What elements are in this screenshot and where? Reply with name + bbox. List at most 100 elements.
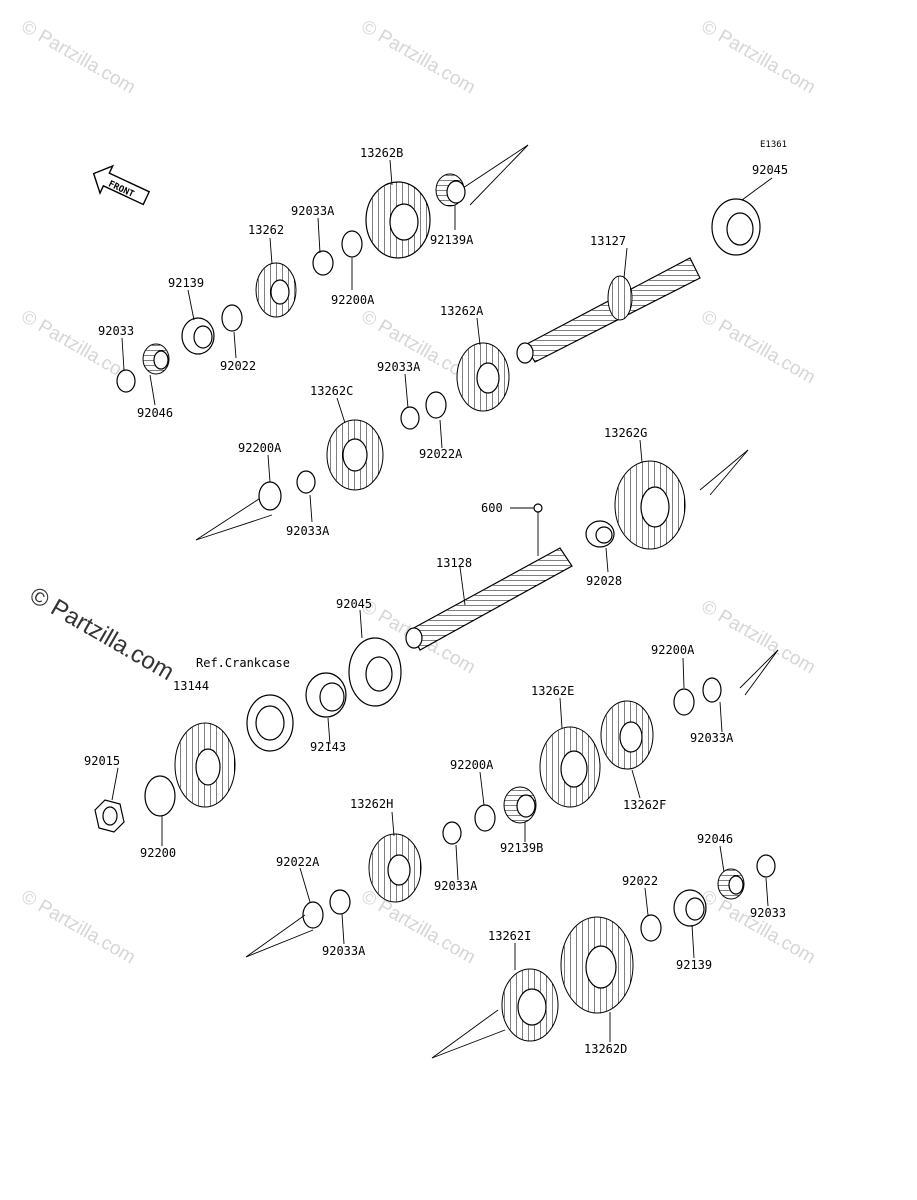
watermark: © Partzilla.com (358, 16, 479, 98)
label-92200a[interactable]: 92200A (331, 293, 375, 307)
circlip-92033a[interactable] (702, 677, 722, 703)
gear-13262i[interactable] (501, 968, 559, 1042)
label-13262b[interactable]: 13262B (360, 146, 403, 160)
label-13262g[interactable]: 13262G (604, 426, 647, 440)
label-13262e[interactable]: 13262E (531, 684, 574, 698)
bearing-92046[interactable] (142, 343, 170, 375)
washer-92200[interactable] (144, 775, 176, 817)
label-92045[interactable]: 92045 (752, 163, 788, 177)
front-arrow-icon: FRONT (92, 164, 151, 206)
collar-92143[interactable] (305, 672, 347, 718)
circlip-92033a[interactable] (296, 470, 316, 494)
gear-13262f[interactable] (600, 700, 654, 770)
circlip-92033a[interactable] (442, 821, 462, 845)
label-92139b[interactable]: 92139B (500, 841, 543, 855)
callout-dot (533, 503, 543, 513)
label-92022a[interactable]: 92022A (276, 855, 320, 869)
gear-13262c[interactable] (326, 419, 384, 491)
washer-92200a[interactable] (341, 230, 363, 258)
label-92139[interactable]: 92139 (676, 958, 712, 972)
label-92143[interactable]: 92143 (310, 740, 346, 754)
label-13144[interactable]: 13144 (173, 679, 209, 693)
label-92033a[interactable]: 92033A (286, 524, 330, 538)
label-13262[interactable]: 13262 (248, 223, 284, 237)
gear-13262[interactable] (255, 262, 297, 318)
label-13262a[interactable]: 13262A (440, 304, 484, 318)
watermark: © Partzilla.com (698, 306, 819, 388)
watermark: © Partzilla.com (358, 886, 479, 968)
circlip-92033[interactable] (116, 369, 136, 393)
label-13262d[interactable]: 13262D (584, 1042, 627, 1056)
circlip-92033a[interactable] (400, 406, 420, 430)
washer-92022[interactable] (640, 914, 662, 942)
label-92033a[interactable]: 92033A (322, 944, 366, 958)
label-92015[interactable]: 92015 (84, 754, 120, 768)
circlip-92033[interactable] (756, 854, 776, 878)
label-92046[interactable]: 92046 (697, 832, 733, 846)
label-92033a[interactable]: 92033A (434, 879, 478, 893)
part-labels: 13262B 92139A 92033A 92200A 13262 92139 … (84, 146, 788, 1056)
label-92033[interactable]: 92033 (98, 324, 134, 338)
bearing-92046-bottom[interactable] (717, 868, 745, 900)
label-92139a[interactable]: 92139A (430, 233, 474, 247)
label-13262h[interactable]: 13262H (350, 797, 393, 811)
shaft-13128[interactable] (405, 547, 573, 651)
gear-13262e[interactable] (539, 726, 601, 808)
label-92022a[interactable]: 92022A (419, 447, 463, 461)
bushing-92139-bottom[interactable] (673, 889, 707, 927)
label-13262f[interactable]: 13262F (623, 798, 666, 812)
bushing-92139[interactable] (181, 317, 215, 355)
label-92022[interactable]: 92022 (220, 359, 256, 373)
label-92033a[interactable]: 92033A (690, 731, 734, 745)
label-92033[interactable]: 92033 (750, 906, 786, 920)
label-92200a[interactable]: 92200A (450, 758, 494, 772)
reference-note: Ref.Crankcase (196, 656, 290, 670)
watermark: © Partzilla.com (18, 16, 139, 98)
washer-92200a[interactable] (258, 481, 282, 511)
label-13128[interactable]: 13128 (436, 556, 472, 570)
shaft-13127[interactable] (516, 257, 701, 364)
watermark: © Partzilla.com (18, 886, 139, 968)
washer-92022[interactable] (221, 304, 243, 332)
oil-seal[interactable] (246, 694, 294, 752)
label-13262c[interactable]: 13262C (310, 384, 353, 398)
washer-92022a[interactable] (425, 391, 447, 419)
watermark-main: © Partzilla.com (25, 582, 179, 686)
label-13127[interactable]: 13127 (590, 234, 626, 248)
gear-13262a[interactable] (456, 342, 510, 412)
label-92200a[interactable]: 92200A (651, 643, 695, 657)
label-92045[interactable]: 92045 (336, 597, 372, 611)
label-92033a[interactable]: 92033A (377, 360, 421, 374)
washer-92022a[interactable] (302, 901, 324, 929)
watermark: © Partzilla.com (698, 596, 819, 678)
label-600[interactable]: 600 (481, 501, 503, 515)
label-92139[interactable]: 92139 (168, 276, 204, 290)
gear-13262h[interactable] (368, 833, 422, 903)
circlip-92033a[interactable] (312, 250, 334, 276)
label-92200[interactable]: 92200 (140, 846, 176, 860)
bushing-92139a[interactable] (435, 173, 466, 207)
bushing-92028[interactable] (585, 520, 615, 548)
bearing-92045-mid[interactable] (348, 637, 402, 707)
sprocket-13144[interactable] (174, 722, 236, 808)
watermark: © Partzilla.com (698, 886, 819, 968)
diagram-code: E1361 (760, 140, 787, 150)
label-92033a[interactable]: 92033A (291, 204, 335, 218)
label-92046[interactable]: 92046 (137, 406, 173, 420)
gear-13262g[interactable] (614, 460, 686, 550)
gear-13262d[interactable] (560, 916, 634, 1014)
bearing-92139b[interactable] (503, 786, 537, 824)
washer-92200a[interactable] (474, 804, 496, 832)
label-92200a[interactable]: 92200A (238, 441, 282, 455)
watermark: © Partzilla.com (698, 16, 819, 98)
label-92028[interactable]: 92028 (586, 574, 622, 588)
gear-13262b[interactable] (365, 181, 431, 259)
bearing-92045-top[interactable] (711, 198, 761, 256)
circlip-92033a[interactable] (329, 889, 351, 915)
label-92022[interactable]: 92022 (622, 874, 658, 888)
label-13262i[interactable]: 13262I (488, 929, 531, 943)
washer-92200a[interactable] (673, 688, 695, 716)
watermark-layer: © Partzilla.com © Partzilla.com © Partzi… (18, 16, 819, 968)
